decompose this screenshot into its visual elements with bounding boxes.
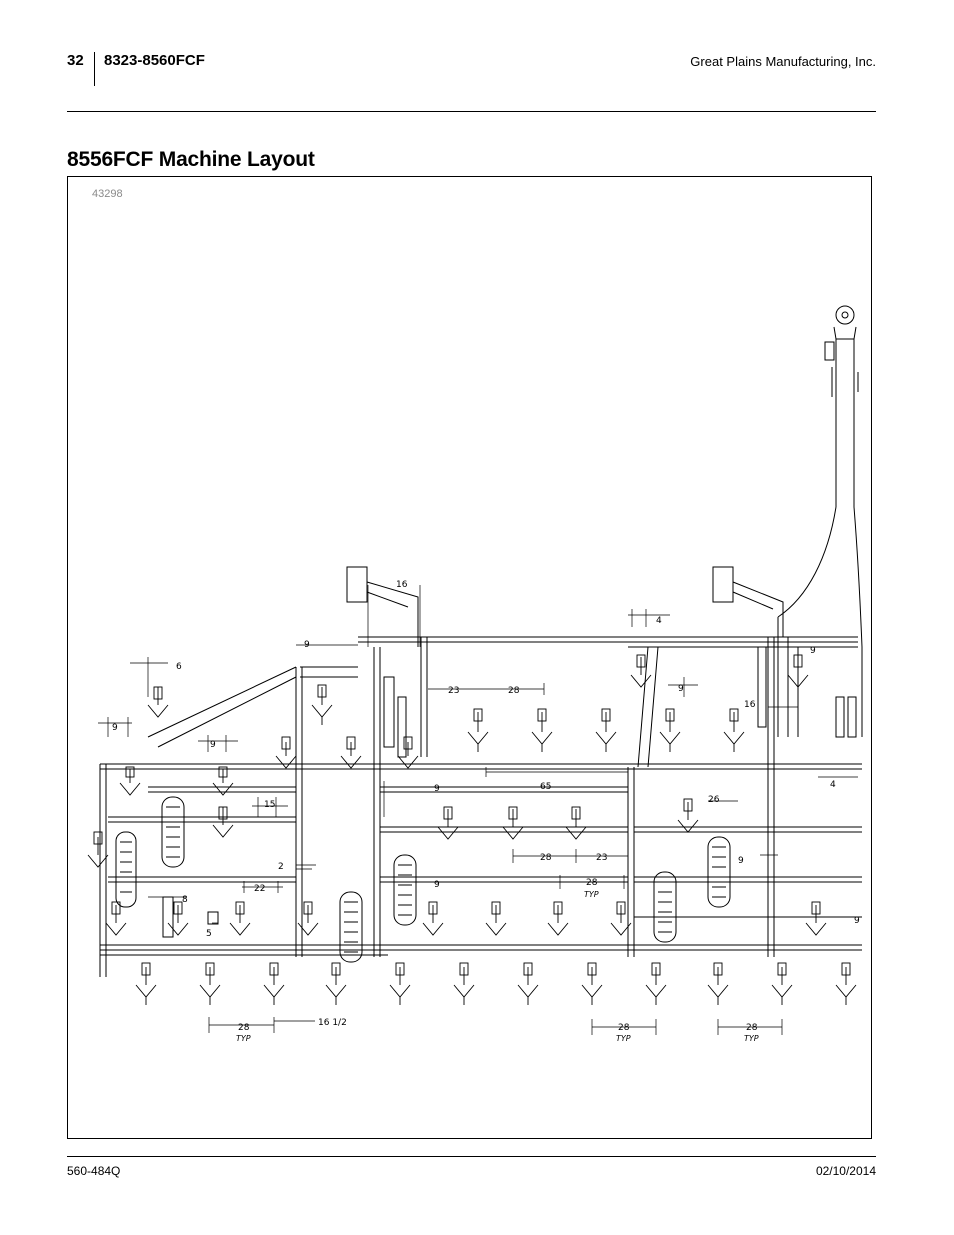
header-rule	[67, 111, 876, 112]
dim-label: 23	[596, 853, 607, 863]
machine-layout-drawing: 16 4 9 6 9 9 23 28 9 9 16 65 9 15 26 4 2…	[87, 305, 863, 1043]
dim-label: 28	[540, 853, 552, 863]
dimension-labels: 16 4 9 6 9 9 23 28 9 9 16 65 9 15 26 4 2…	[112, 580, 860, 1043]
dim-label: 16 1/2	[318, 1018, 347, 1028]
footer-rule	[67, 1156, 876, 1157]
dim-label: 16	[744, 700, 756, 710]
dim-label: 23	[448, 686, 459, 696]
dim-label: 9	[678, 684, 684, 694]
company-name: Great Plains Manufacturing, Inc.	[690, 54, 876, 69]
shanks	[87, 654, 857, 1005]
dim-label: 9	[434, 784, 440, 794]
dim-label: 8	[182, 895, 188, 905]
lift-assemblies	[162, 566, 857, 938]
document-date: 02/10/2014	[815, 1164, 876, 1178]
machine-layout-figure: 43298	[67, 176, 872, 1139]
dim-label: 28	[618, 1023, 630, 1033]
dim-label: 4	[656, 616, 662, 626]
section-title: 8556FCF Machine Layout	[67, 148, 315, 171]
dim-label: 9	[434, 880, 440, 890]
document-model: 8323-8560FCF	[104, 52, 205, 69]
dim-label: 22	[254, 884, 265, 894]
document-number: 560-484Q	[67, 1164, 121, 1178]
frame-tubes	[99, 636, 862, 977]
dim-label: 28	[508, 686, 520, 696]
dim-label-typ: TYP	[616, 1034, 631, 1043]
dim-label: 5	[206, 929, 212, 939]
dimension-lines	[98, 585, 858, 1035]
dim-label: 28	[746, 1023, 758, 1033]
dim-label: 28	[586, 878, 598, 888]
dim-label: 16	[396, 580, 408, 590]
dim-label-typ: TYP	[584, 890, 599, 899]
dim-label: 9	[810, 646, 816, 656]
dim-label-typ: TYP	[236, 1034, 251, 1043]
dim-label: 65	[540, 782, 551, 792]
dim-label: 6	[176, 662, 182, 672]
page-number: 32	[67, 52, 84, 69]
dim-label: 4	[830, 780, 836, 790]
dim-label: 9	[738, 856, 744, 866]
header-divider	[94, 52, 95, 86]
hitch-tongue	[777, 305, 863, 737]
wheels	[115, 796, 731, 963]
dim-label: 26	[708, 795, 720, 805]
dim-label: 2	[278, 862, 284, 872]
dim-label: 9	[304, 640, 310, 650]
dim-label-typ: TYP	[744, 1034, 759, 1043]
dim-label: 28	[238, 1023, 250, 1033]
figure-id: 43298	[92, 188, 123, 200]
dim-label: 9	[112, 723, 118, 733]
dim-label: 9	[210, 740, 216, 750]
dim-label: 9	[854, 916, 860, 926]
dim-label: 15	[264, 800, 275, 810]
